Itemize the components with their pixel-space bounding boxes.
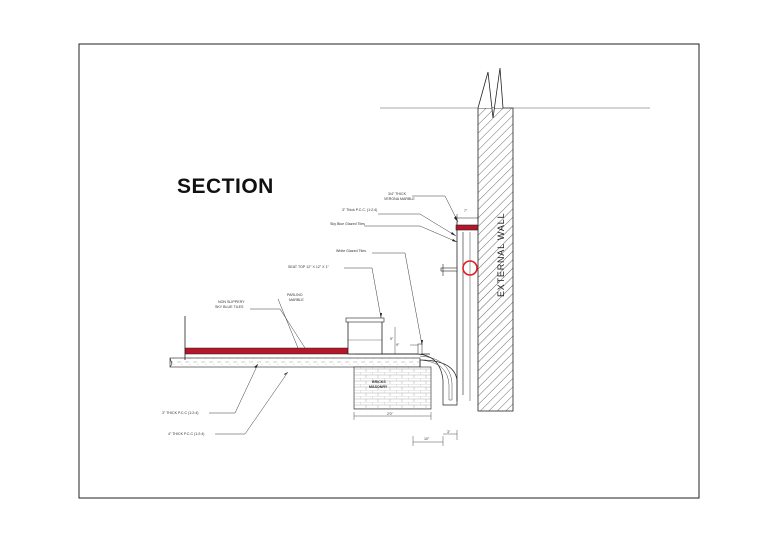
wall-lining xyxy=(455,214,479,401)
dim-drain-width: 10" xyxy=(424,437,430,441)
seat-box xyxy=(345,317,423,355)
label-parlino-1: PARLINO xyxy=(287,293,303,297)
external-wall xyxy=(380,67,650,412)
page-title: SECTION xyxy=(177,175,274,198)
label-parlino-2: MARBLE xyxy=(289,298,304,302)
label-seat-top: SEAT TOP 12" X 12" X 1" xyxy=(288,265,329,269)
leader-arrows xyxy=(254,216,458,375)
verona-marble-strip xyxy=(455,224,479,231)
tap-fitting xyxy=(440,264,458,276)
highlight-marker xyxy=(462,260,478,276)
label-pcc-top: 3" Thick P.C.C. (1:2:4) xyxy=(342,208,378,212)
leader-lines xyxy=(209,195,459,435)
external-wall-label: EXTERNAL WALL xyxy=(496,212,506,297)
label-non-slip-2: SKY BLUE TILES xyxy=(215,305,244,309)
label-verona-marble-1: 3/4" THICK xyxy=(388,192,406,196)
label-white-glazed-tiles: White Glazed Tiles xyxy=(336,249,366,253)
dim-wall-gap: 3" xyxy=(447,430,451,434)
brick-label-1: BRICKS xyxy=(372,380,386,384)
label-verona-marble-2: VERONA MARBLE xyxy=(384,197,415,201)
dim-top-width: 7" xyxy=(464,209,468,213)
dimension-lines xyxy=(353,412,458,446)
label-sky-blue-tiles: Sky Blue Glazed Tiles xyxy=(330,222,365,226)
label-non-slip-1: NON SLIPPERY xyxy=(218,300,245,304)
brick-masonry xyxy=(353,366,432,410)
drawing-frame xyxy=(78,43,700,499)
dim-step-height: 9" xyxy=(390,337,394,341)
brick-label-2: MASONRY xyxy=(369,385,388,389)
dim-step-gap: 9" xyxy=(396,343,400,347)
dim-brick-width: 2'0" xyxy=(387,412,393,416)
label-pcc-4: 4" THICK P.C.C (1:2:4) xyxy=(168,432,205,436)
label-pcc-3: 3" THICK P.C.C (1:2:4) xyxy=(162,411,199,415)
